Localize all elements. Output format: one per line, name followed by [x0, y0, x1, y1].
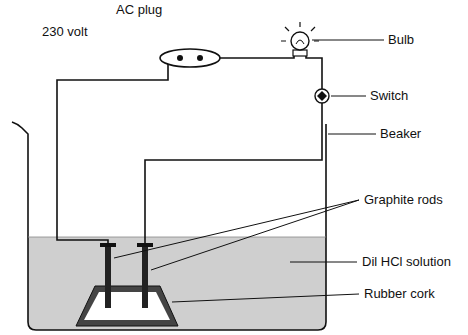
switch-knob: [317, 91, 327, 101]
hcl-solution: [28, 237, 326, 330]
beaker-outline: [12, 122, 326, 330]
leader-line: [331, 96, 366, 97]
switch-symbol: [315, 89, 329, 103]
rod-terminal: [100, 243, 116, 247]
graphite-rod: [105, 246, 111, 308]
rubber-cork: [76, 286, 178, 326]
wire: [57, 62, 168, 243]
part-label: 230 volt: [42, 24, 88, 40]
rod-terminal: [137, 243, 153, 247]
leader-line: [312, 40, 384, 41]
part-label: Dil HCl solution: [362, 254, 451, 270]
plug-pin: [177, 55, 183, 61]
leader-line: [172, 294, 359, 302]
part-label: Graphite rods: [364, 192, 443, 208]
leader-line: [290, 262, 357, 263]
bulb-rays: [281, 22, 319, 41]
part-label: Switch: [370, 88, 408, 104]
solution-surface: [28, 237, 326, 238]
leader-line: [151, 200, 359, 270]
leader-line: [114, 200, 359, 258]
ac-plug: [160, 49, 220, 67]
bulb-base: [293, 50, 307, 56]
wire: [145, 103, 322, 243]
part-label: AC plug: [116, 2, 162, 18]
leader-lines: [114, 40, 384, 302]
wire: [314, 58, 322, 89]
rubber-cork-inner: [84, 292, 170, 320]
bulb-glass: [291, 32, 309, 50]
bulb-filament: [296, 40, 304, 44]
plug-pin: [197, 55, 203, 61]
part-label: Rubber cork: [364, 286, 435, 302]
graphite-rod: [142, 246, 148, 308]
wire: [212, 57, 286, 59]
part-label: Bulb: [388, 32, 414, 48]
part-label: Beaker: [380, 126, 421, 142]
leader-line: [328, 134, 376, 135]
